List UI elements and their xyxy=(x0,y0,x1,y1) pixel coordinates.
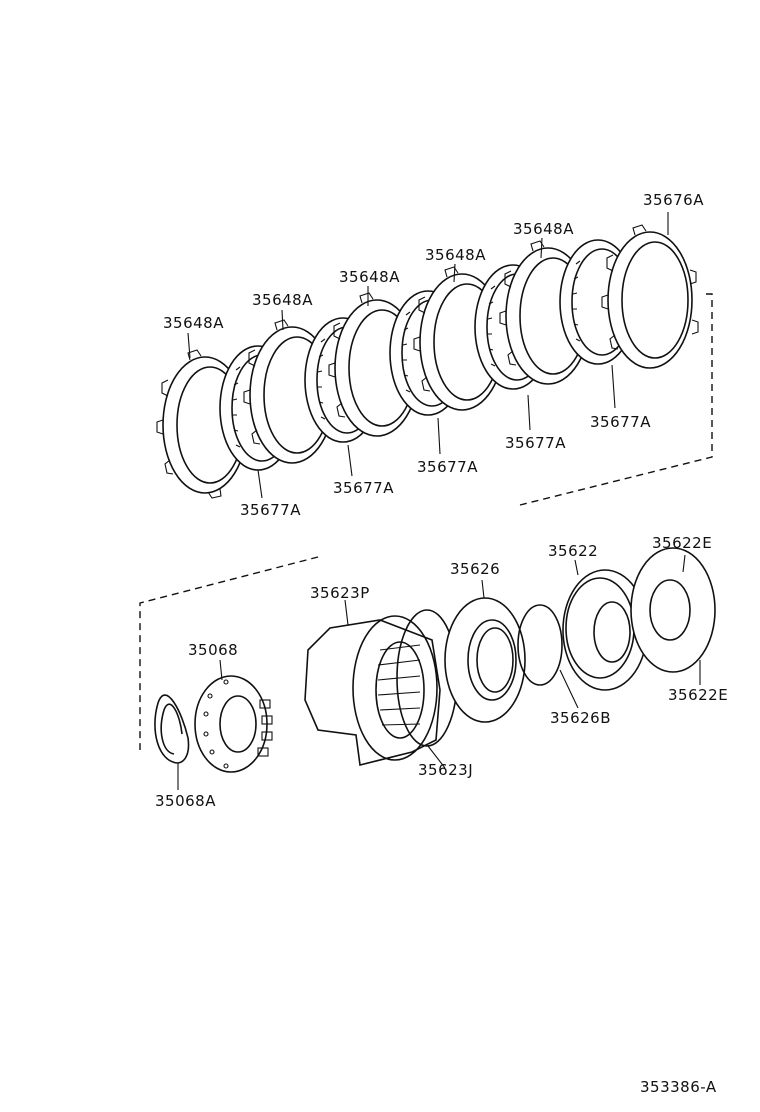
label-35623P: 35623P xyxy=(310,584,370,602)
flange-35676A xyxy=(601,224,699,369)
clutch-pack xyxy=(156,212,713,506)
retainer-35622 xyxy=(562,559,648,691)
label-35626: 35626 xyxy=(450,560,500,578)
label-35068: 35068 xyxy=(188,641,238,659)
label-35068A: 35068A xyxy=(155,792,216,810)
snap-ring-35068A xyxy=(154,694,190,790)
label-35648A-2: 35648A xyxy=(252,291,313,309)
label-35626B: 35626B xyxy=(550,709,611,727)
label-35648A-4: 35648A xyxy=(425,246,486,264)
label-35623J: 35623J xyxy=(418,761,473,779)
label-35622E-bottom: 35622E xyxy=(668,686,728,704)
label-35648A-1: 35648A xyxy=(163,314,224,332)
label-35677A-1: 35677A xyxy=(240,501,301,519)
label-35677A-4: 35677A xyxy=(505,434,566,452)
lower-assembly xyxy=(139,547,716,790)
seal-35622E xyxy=(630,547,716,685)
bearing-35068 xyxy=(194,659,273,773)
label-35648A-3: 35648A xyxy=(339,268,400,286)
label-35622: 35622 xyxy=(548,542,598,560)
seal-ring-35626B xyxy=(517,604,579,709)
part-labels: 35676A 35648A 35648A 35648A 35648A 35648… xyxy=(155,191,728,1096)
label-35622E-top: 35622E xyxy=(652,534,712,552)
label-35677A-2: 35677A xyxy=(333,479,394,497)
clutch-drum-35623P xyxy=(304,599,441,766)
label-35677A-3: 35677A xyxy=(417,458,478,476)
label-35676A: 35676A xyxy=(643,191,704,209)
label-35648A-5: 35648A xyxy=(513,220,574,238)
label-35677A-5: 35677A xyxy=(590,413,651,431)
piston-35626 xyxy=(444,579,526,723)
diagram-id: 353386-A xyxy=(640,1078,717,1096)
